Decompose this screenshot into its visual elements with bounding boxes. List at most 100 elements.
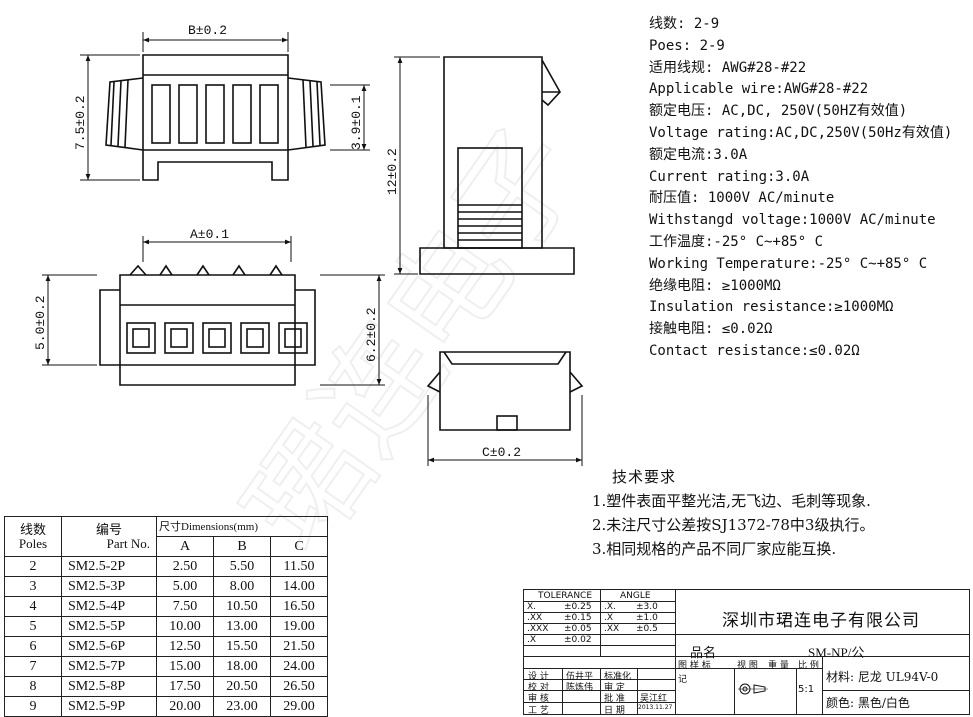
cell: 3 [4,576,62,597]
tol-cell: ±1.0 [636,613,658,623]
role-label: 批 准 [604,694,625,704]
spec-line: Applicable wire:AWG#28-#22 [649,81,869,98]
role-label: 审 核 [528,694,549,704]
stage-label: 记 [678,675,688,685]
cell: 17.50 [156,676,214,697]
role-label: 标准化 [604,672,632,682]
tol-cell: ±0.25 [564,602,592,612]
header-poles-en: Poles [18,535,48,551]
drawing-number: SM-NP/公 [808,645,865,660]
cell: SM2.5-5P [61,616,157,637]
cell: 11.50 [270,556,328,577]
spec-line: 额定电压: AC,DC, 250V(50HZ有效值) [649,103,908,120]
spec-line: 绝缘电阻: ≥1000MΩ [649,277,781,294]
cell: 23.00 [213,696,271,717]
cell: 26.50 [270,676,328,697]
dim-height-7-5: 7.5±0.2 [73,95,88,150]
spec-line: Current rating:3.0A [649,168,810,185]
spec-line: 工作温度:-25° C~+85° C [649,233,824,250]
cell: 8.00 [213,576,271,597]
cell: 29.00 [270,696,328,717]
cell: SM2.5-9P [61,696,157,717]
spec-line: 接触电阻: ≤0.02Ω [649,321,773,338]
cell: 14.00 [270,576,328,597]
scale-value: 5:1 [798,684,815,695]
header-a: A [156,536,214,557]
cell: 7 [4,656,62,677]
tol-cell: .XX [527,613,543,623]
color: 颜色: 黑色/白色 [826,696,910,710]
header-poles-cn: 线数 [19,521,46,537]
small-label: 视 图 [737,661,758,671]
spec-line: 线数: 2-9 [649,16,720,32]
requirement-item: 1.塑件表面平整光洁,无飞边、毛刺等现象. [592,492,871,510]
tol-cell: X. [527,602,537,612]
tol-cell: ±0.15 [564,613,592,623]
dim-height-3-9: 3.9±0.1 [349,95,364,150]
cell: SM2.5-8P [61,676,157,697]
dim-height-5-0: 5.0±0.2 [33,295,48,350]
tol-cell: .X. [604,602,616,612]
angle-label: ANGLE [620,591,651,601]
spec-line: 适用线规: AWG#28-#22 [649,59,807,76]
cell: 20.00 [156,696,214,717]
header-c: C [270,536,328,557]
role-label: 设 计 [528,672,549,682]
dim-c: C±0.2 [482,445,521,460]
small-label: 比 例 [798,661,819,671]
date-cell: 2013.11.27 [638,704,673,711]
spec-line: Working Temperature:-25° C~+85° C [649,255,928,272]
technical-requirements: 技术要求 1.塑件表面平整光洁,无飞边、毛刺等现象. 2.未注尺寸公差按SJ13… [592,466,874,561]
title-block: TOLERANCE ANGLE X. ±0.25 .X. ±3.0 .XX ±0… [523,589,970,716]
small-label: 重 量 [768,661,789,671]
tol-cell: .X [604,613,614,623]
cell: 24.00 [270,656,328,677]
dim-height-12: 12±0.2 [385,148,400,195]
header-b: B [213,536,271,557]
spec-line: 耐压值: 1000V AC/minute [649,190,835,207]
spec-line: Poes: 2-9 [649,37,725,54]
tol-cell: ±0.05 [564,624,592,634]
header-part-en: Part No. [106,535,150,551]
front-view [105,54,326,181]
dim-height-6-2: 6.2±0.2 [364,307,379,362]
cell: 5.50 [213,556,271,577]
tol-cell: ±3.0 [636,602,658,612]
header-part-cn: 编号 [95,521,122,537]
cell: 2.50 [156,556,214,577]
requirements-title: 技术要求 [612,468,677,486]
cell: 21.50 [270,636,328,657]
cell: SM2.5-6P [61,636,157,657]
spec-line: Withstangd voltage:1000V AC/minute [649,212,936,229]
cell: 6 [4,636,62,657]
cell: 15.50 [213,636,271,657]
cell: 20.50 [213,676,271,697]
name-cell: 吴江红 [640,694,668,704]
cell: SM2.5-3P [61,576,157,597]
cell: 12.50 [156,636,214,657]
end-view [426,351,584,431]
cell: SM2.5-2P [61,556,157,577]
cell: 5 [4,616,62,637]
cell: SM2.5-7P [61,656,157,677]
dim-b: B±0.2 [188,23,227,38]
dim-a: A±0.1 [190,227,229,242]
tol-cell: ±0.5 [636,624,658,634]
cell: 10.50 [213,596,271,617]
role-label: 日 期 [604,706,625,716]
product-label: 品名 [690,646,717,661]
top-view [99,264,316,386]
cell: 19.00 [270,616,328,637]
cell: SM2.5-4P [61,596,157,617]
company-name: 深圳市珺连电子有限公司 [722,611,920,631]
name-cell: 伍井平 [566,672,594,682]
name-cell: 陈炼伟 [566,683,594,693]
